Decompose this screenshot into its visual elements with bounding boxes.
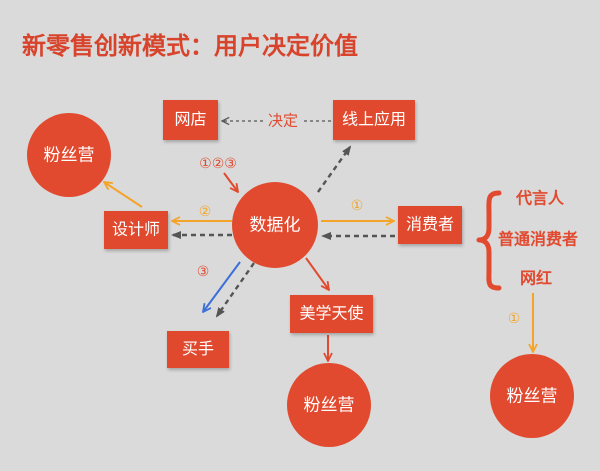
edge-data-to-beauty-angel — [305, 257, 329, 290]
node-beauty-angel: 美学天使 — [290, 295, 373, 333]
node-consumer: 消费者 — [398, 206, 462, 244]
decide-label: 决定 — [268, 113, 298, 130]
node-data-label: 数据化 — [250, 216, 301, 235]
shop-to-data-label: ①②③ — [199, 155, 237, 171]
node-designer-label: 设计师 — [112, 221, 160, 239]
edge-data-to-buyer-dashed — [215, 262, 255, 318]
consumer-types-brace — [476, 190, 502, 291]
node-fans-bottom: 粉丝营 — [287, 363, 371, 447]
node-fans-bottom-label: 粉丝营 — [304, 396, 355, 415]
node-buyer-label: 买手 — [182, 340, 214, 358]
data-to-buyer-label: ③ — [197, 263, 210, 279]
node-buyer: 买手 — [167, 331, 229, 368]
consumer-type-item: 网红 — [520, 269, 552, 288]
consumer-type-item: 代言人 — [515, 189, 565, 208]
data-to-designer-label: ② — [199, 203, 212, 219]
node-designer: 设计师 — [104, 211, 168, 249]
node-consumer-label: 消费者 — [406, 216, 454, 234]
edge-designer-to-fans — [104, 182, 143, 208]
node-online-shop: 网店 — [163, 100, 218, 140]
edge-data-to-buyer — [203, 261, 241, 312]
consumer-type-item: 普通消费者 — [498, 230, 578, 249]
node-fans-left-label: 粉丝营 — [44, 146, 95, 165]
page-title: 新零售创新模式：用户决定价值 — [22, 32, 358, 60]
node-data: 数据化 — [232, 182, 318, 268]
data-to-consumer-label: ① — [351, 197, 364, 213]
node-fans-right-label: 粉丝营 — [507, 387, 558, 406]
node-fans-left: 粉丝营 — [27, 113, 111, 197]
edge-shop-to-data — [223, 172, 238, 192]
node-fans-right: 粉丝营 — [490, 354, 574, 438]
node-online-shop-label: 网店 — [174, 111, 206, 129]
node-online-app-label: 线上应用 — [342, 110, 406, 129]
consumers-to-fans-label: ① — [508, 310, 521, 326]
node-online-app: 线上应用 — [333, 100, 415, 140]
edge-data-to-app — [317, 145, 352, 193]
node-beauty-angel-label: 美学天使 — [299, 305, 363, 323]
